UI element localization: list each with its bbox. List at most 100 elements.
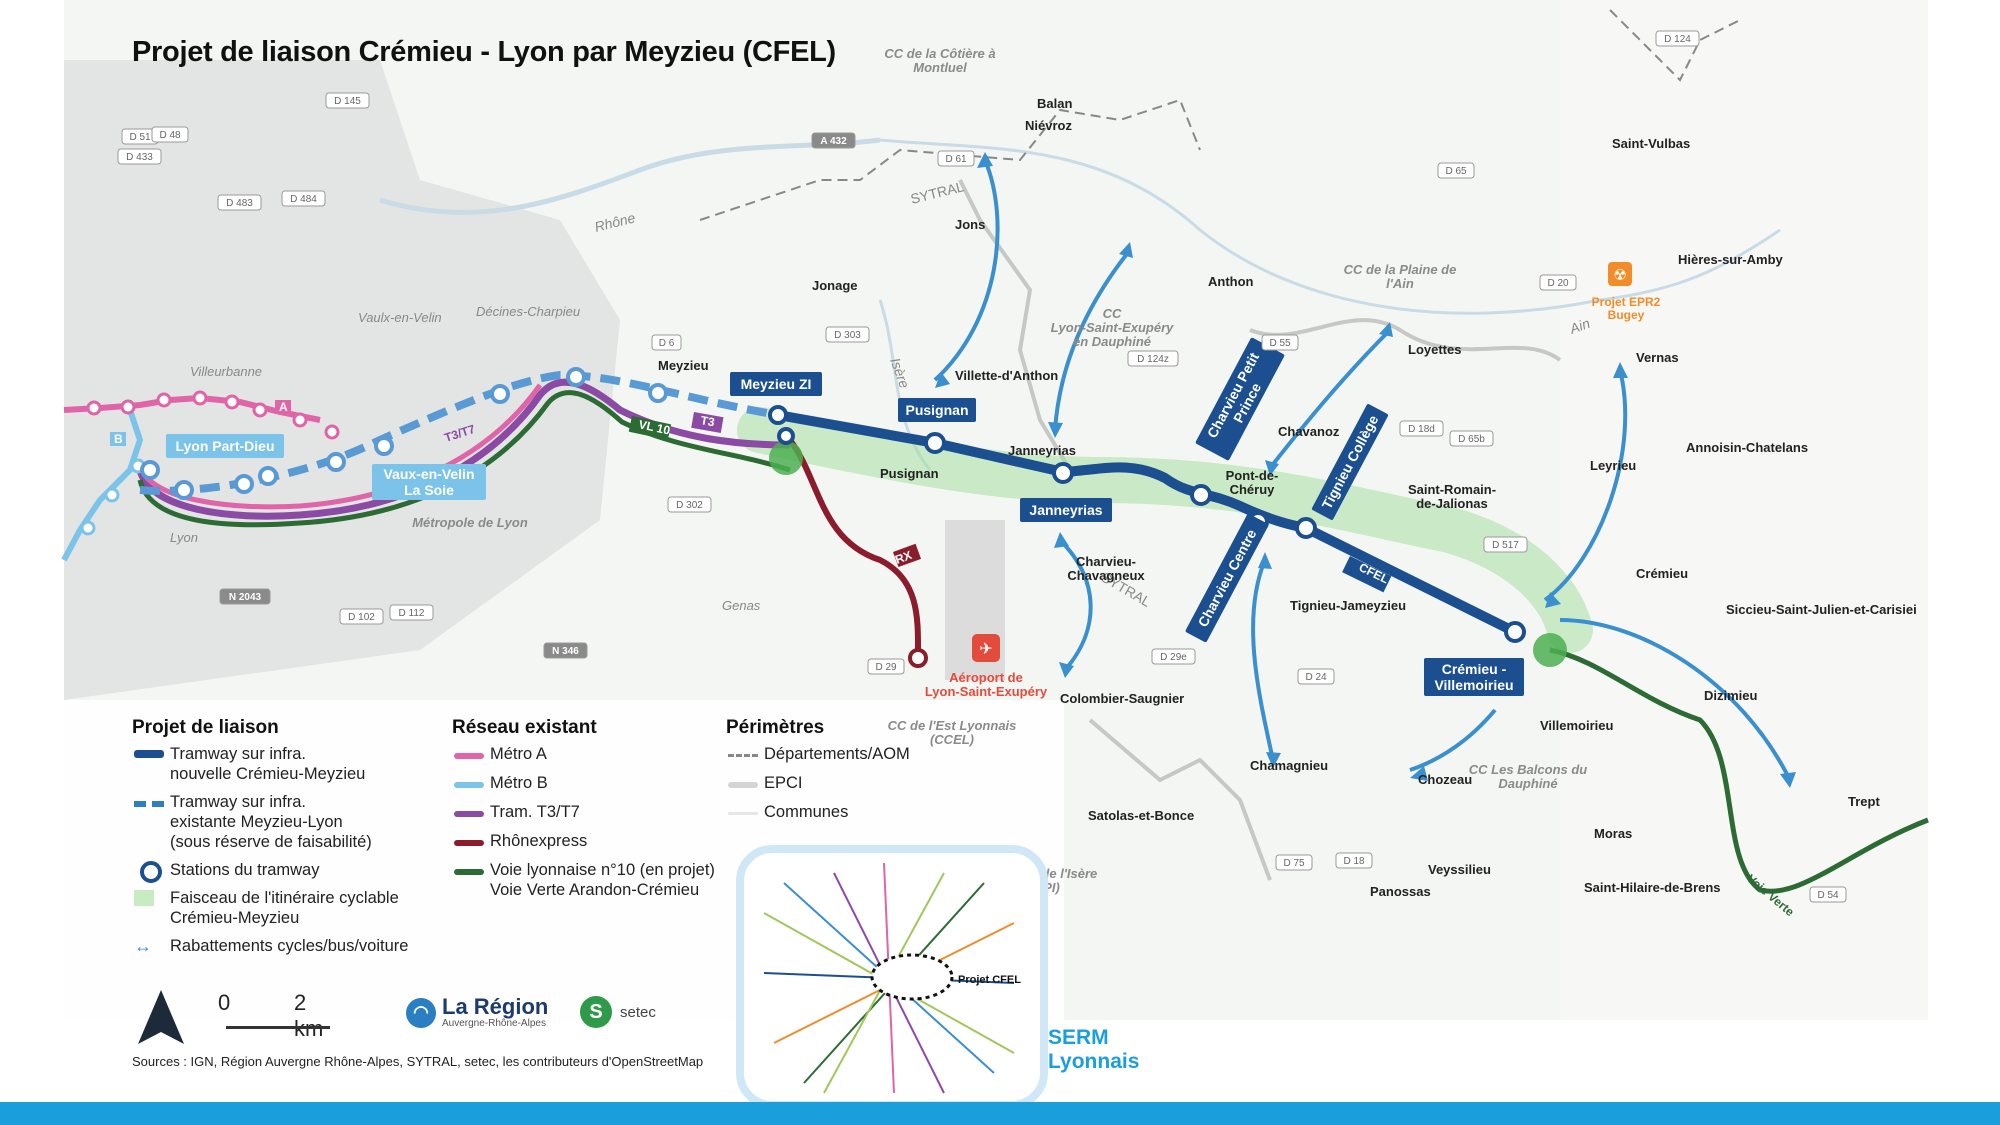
- legend-perimetres-heading: Périmètres: [726, 717, 825, 738]
- voie-verte-line: [1549, 647, 1929, 894]
- urban-area: [64, 60, 620, 700]
- station-text-janneyrias: Janneyrias: [1029, 502, 1102, 518]
- svg-text:D 75: D 75: [1283, 858, 1305, 869]
- svg-text:D 303: D 303: [834, 330, 861, 341]
- legend-item-rhonexpress: Rhônexpress: [452, 831, 732, 851]
- place-label: Satolas-et-Bonce: [1088, 808, 1194, 823]
- t3-badge: T3: [699, 413, 716, 429]
- place-label: Lyon: [170, 530, 198, 545]
- road-label: D 65: [1437, 162, 1475, 179]
- svg-text:A 432: A 432: [820, 136, 847, 147]
- region-emblem-icon: ◠: [406, 997, 436, 1028]
- station-label-lyon-part-dieu: Lyon Part-Dieu: [166, 434, 284, 458]
- place-label: Chavanoz: [1278, 424, 1340, 439]
- cfel-stations: [768, 405, 1526, 643]
- svg-text:☢: ☢: [1613, 266, 1626, 284]
- legend-projet: Projet de liaison Tramway sur infra. nou…: [132, 718, 422, 964]
- place-label: CC de l'Est Lyonnais(CCEL): [888, 718, 1017, 747]
- epr2-icon: [1608, 262, 1632, 286]
- swatch-communes: [728, 812, 758, 815]
- place-label: Meyzieu: [658, 358, 709, 373]
- station-label-meyzieu-zi: Meyzieu ZI: [730, 372, 822, 396]
- place-label: Charvieu-Chavagneux: [1067, 554, 1145, 583]
- place-label: Hières-sur-Amby: [1678, 252, 1784, 267]
- svg-text:D 302: D 302: [676, 500, 703, 511]
- place-label: Tignieu-Jameyzieu: [1290, 598, 1406, 613]
- map-title: Projet de liaison Crémieu - Lyon par Mey…: [132, 36, 836, 68]
- la-region-logo: ◠ La Région Auvergne-Rhône-Alpes: [406, 996, 548, 1029]
- station-text-lyon-part-dieu: Lyon Part-Dieu: [175, 438, 274, 454]
- sources-text: Sources : IGN, Région Auvergne Rhône-Alp…: [132, 1054, 704, 1069]
- svg-text:D 51: D 51: [129, 132, 151, 143]
- road-label: D 18d: [1399, 420, 1444, 437]
- svg-text:D 102: D 102: [348, 612, 375, 623]
- svg-text:N 346: N 346: [552, 646, 579, 657]
- svg-text:D 112: D 112: [399, 608, 425, 619]
- place-label: Leyrieu: [1590, 458, 1636, 473]
- svg-text:D 18d: D 18d: [1408, 424, 1435, 435]
- svg-text:D 18: D 18: [1343, 856, 1365, 867]
- svg-text:D 483: D 483: [226, 198, 253, 209]
- place-label: Colombier-Saugnier: [1060, 691, 1184, 706]
- cfel-line: [773, 410, 1520, 637]
- svg-text:D 55: D 55: [1269, 338, 1291, 349]
- interchange-node-cremieu: [1533, 633, 1567, 667]
- region-sub: Auvergne-Rhône-Alpes: [442, 1018, 546, 1029]
- arrow-heads: [935, 152, 1796, 788]
- road-label: D 433: [117, 148, 162, 165]
- legend-item-cfel-new: Tramway sur infra. nouvelle Crémieu-Meyz…: [132, 744, 422, 784]
- road-label: D 145: [325, 92, 370, 109]
- road-label: D 302: [667, 496, 712, 513]
- road-label: D 124z: [1127, 350, 1179, 367]
- road-label: D 20: [1539, 274, 1577, 291]
- swatch-metro-b: [454, 782, 484, 788]
- road-label: D 75: [1275, 854, 1313, 871]
- voie-lyonnaise-line: [137, 390, 791, 528]
- station-text-pusignan: Pusignan: [905, 402, 968, 418]
- rx-badge: RX: [893, 548, 913, 567]
- place-label: Villemoirieu: [1540, 718, 1614, 733]
- road-label: D 483: [217, 194, 262, 211]
- road-label: D 112: [389, 604, 434, 621]
- swatch-cycle: [134, 890, 154, 906]
- svg-text:D 61: D 61: [945, 154, 967, 165]
- place-label: Dizimieu: [1704, 688, 1758, 703]
- svg-text:D 29: D 29: [875, 662, 897, 673]
- scale-zero: 0: [218, 990, 231, 1015]
- place-label: Vaulx-en-Velin: [358, 310, 442, 325]
- legend-item-epci: EPCI: [726, 773, 946, 793]
- road-label: D 54: [1809, 886, 1847, 903]
- svg-text:N 2043: N 2043: [229, 592, 262, 603]
- place-label: Jons: [955, 217, 985, 232]
- road-label: N 2043: [219, 588, 271, 605]
- serm-line1: SERM: [1048, 1026, 1109, 1049]
- place-label: Siccieu-Saint-Julien-et-Carisiei: [1726, 602, 1917, 617]
- bottom-bar: [0, 1102, 2000, 1125]
- place-label: Anthon: [1208, 274, 1254, 289]
- swatch-t3t7: [454, 811, 484, 817]
- ain-river: [879, 138, 1781, 315]
- place-label: Pont-de-Chéruy: [1226, 468, 1279, 497]
- place-label: Crémieu: [1636, 566, 1688, 581]
- serm-label: SERM Lyonnais: [1048, 1026, 1139, 1074]
- place-label: Saint-Romain-de-Jalionas: [1408, 482, 1496, 511]
- svg-text:✈: ✈: [979, 639, 992, 658]
- legend-item-voie-lyonnaise: Voie lyonnaise n°10 (en projet) Voie Ver…: [452, 860, 732, 900]
- swatch-epci: [728, 782, 758, 788]
- station-text-meyzieu-zi: Meyzieu ZI: [741, 376, 812, 392]
- departement-boundary: [699, 98, 1201, 221]
- legend-existant: Réseau existant Métro A Métro B Tram. T3…: [452, 718, 732, 908]
- svg-text:D 484: D 484: [290, 194, 317, 205]
- svg-text:D 20: D 20: [1547, 278, 1569, 289]
- place-label: Jonage: [812, 278, 858, 293]
- place-label: Ain: [1567, 315, 1593, 337]
- cycle-corridor: [737, 407, 1593, 653]
- legend-existant-heading: Réseau existant: [452, 717, 597, 738]
- swatch-metro-a: [454, 753, 484, 759]
- place-label: Balan: [1037, 96, 1072, 111]
- place-label: Veyssilieu: [1428, 862, 1491, 877]
- svg-text:D 6: D 6: [659, 338, 675, 349]
